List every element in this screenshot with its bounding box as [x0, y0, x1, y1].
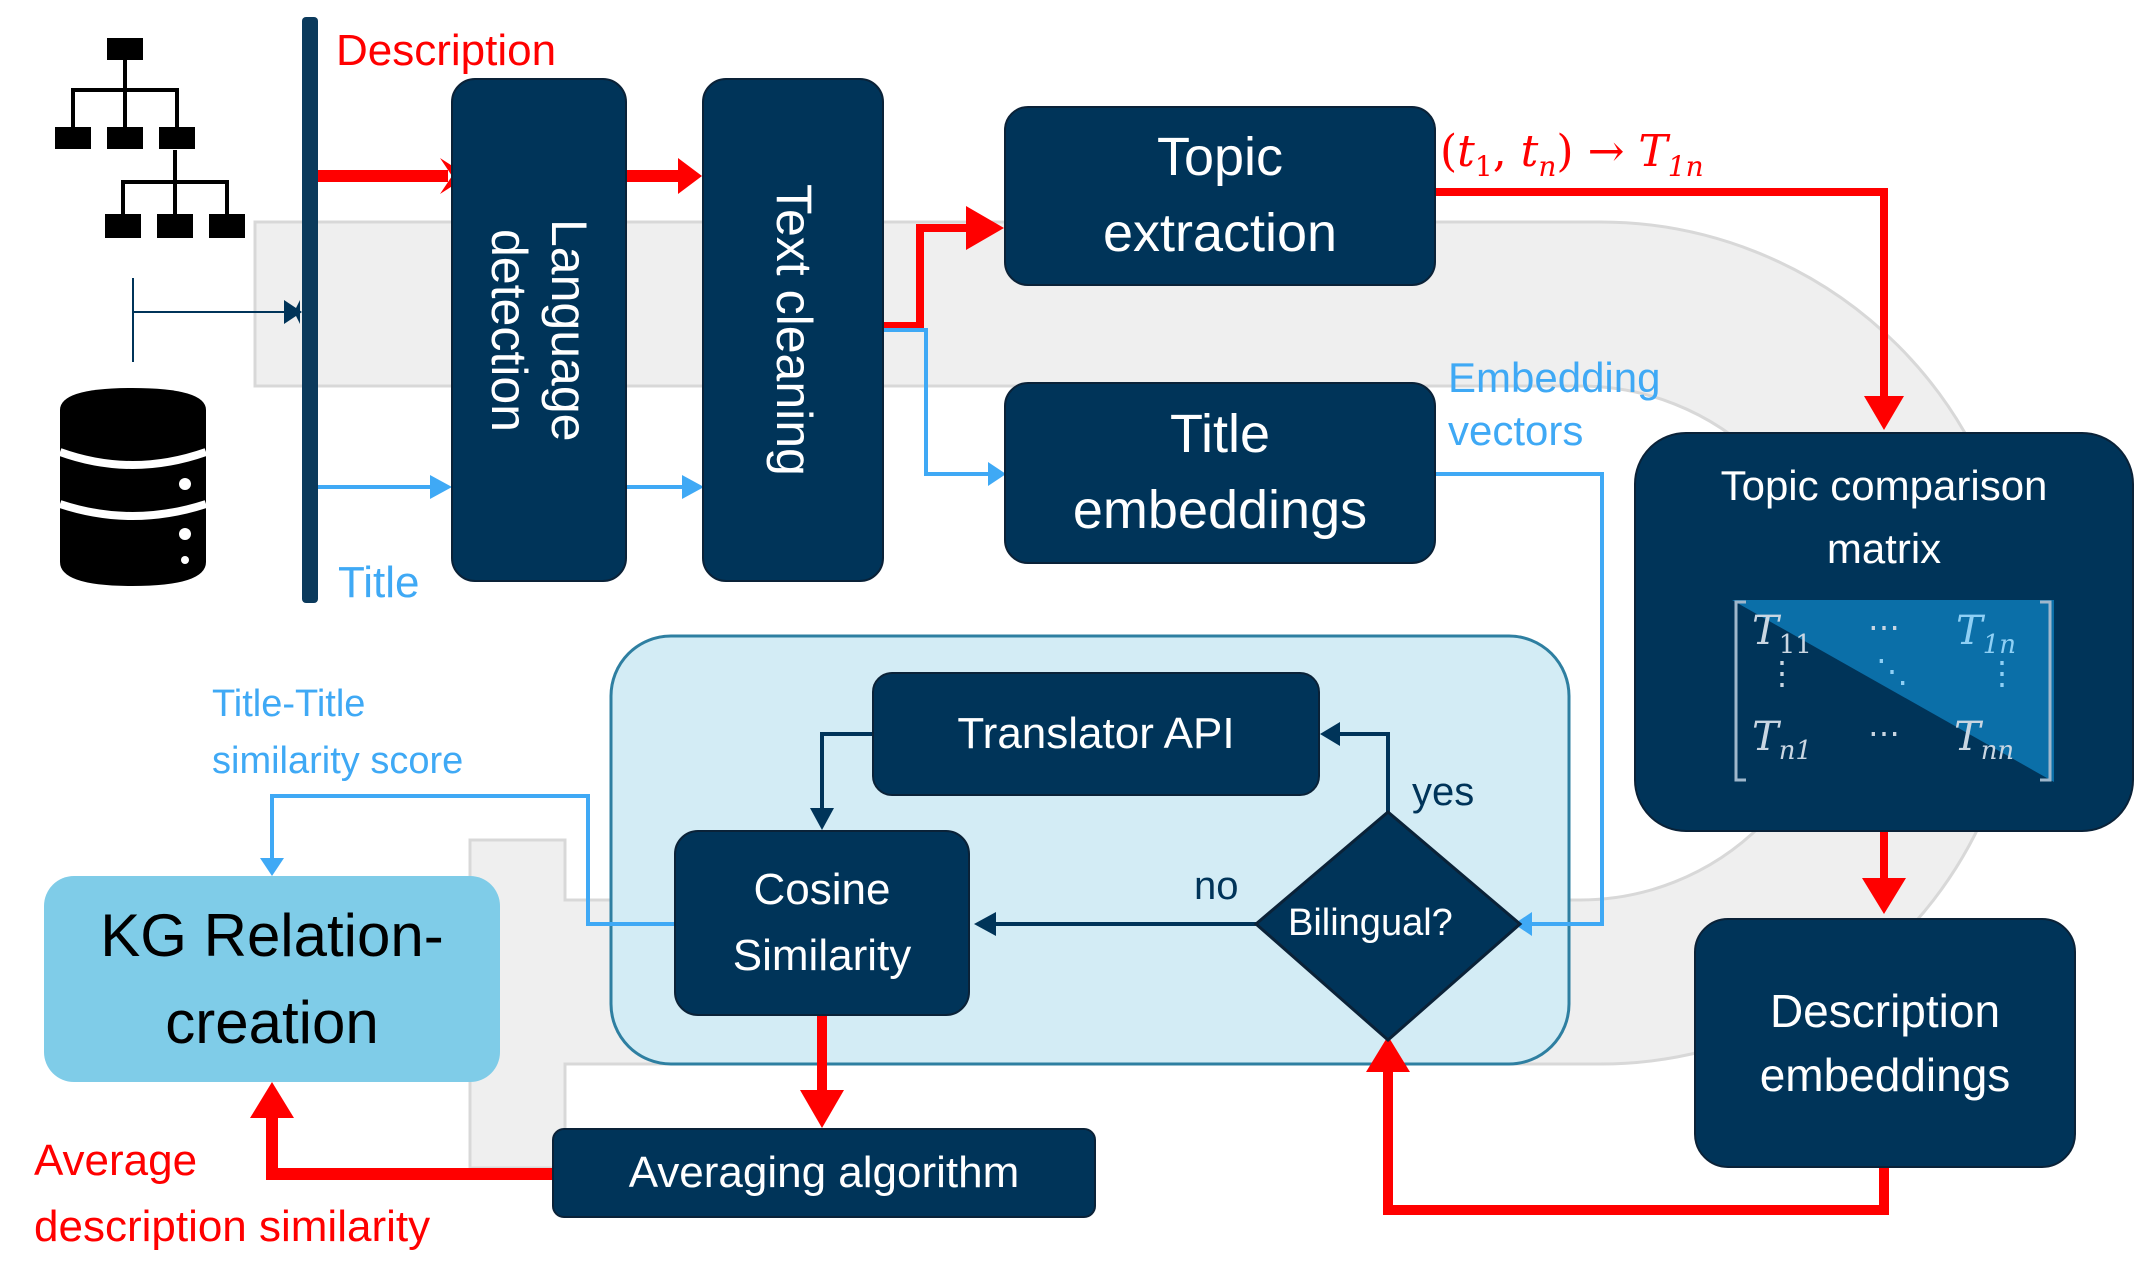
text-cleaning-label: Text cleaning	[765, 184, 822, 476]
matrix-tnn: Tnn	[1954, 714, 2015, 766]
matrix-right-vdots: ⋮	[1986, 654, 2018, 692]
averaging-to-kg-arrow	[266, 1110, 552, 1180]
title-label: Title	[338, 558, 420, 607]
cosine-similarity-label: Cosine Similarity	[732, 865, 912, 980]
formula-open-paren: (	[1440, 126, 1458, 177]
topic-comparison-matrix-label: Topic comparison matrix	[1720, 462, 2048, 572]
title-score-arrow	[270, 794, 674, 926]
topic-formula: (t1, tn) → T1n	[1440, 126, 1704, 183]
formula-arrow: →	[1573, 126, 1639, 177]
yes-label: yes	[1412, 770, 1475, 814]
matrix-right-bracket	[2040, 600, 2052, 782]
topic-extraction-node: Topic extraction	[1004, 106, 1436, 286]
language-detection-label: Language detection	[481, 218, 597, 442]
title-embeddings-node: Title embeddings	[1004, 382, 1436, 564]
input-bus-bar	[302, 17, 318, 603]
formula-T: T	[1638, 126, 1668, 177]
matrix-tn1: Tn1	[1752, 714, 1812, 766]
language-detection-node: Language detection	[451, 78, 627, 582]
averaging-algorithm-node: Averaging algorithm	[552, 1128, 1096, 1218]
translator-to-cosine-arrow	[820, 732, 872, 812]
title-arrow-clean-to-embed	[884, 328, 990, 476]
formula-t1-sub: 1	[1474, 149, 1493, 183]
description-embeddings-label: Description embeddings	[1759, 984, 2011, 1101]
bilingual-decision-diamond	[1253, 810, 1523, 1042]
text-cleaning-node: Text cleaning	[702, 78, 884, 582]
matrix-t11: T11	[1752, 608, 1812, 660]
matrix-ddots: ⋱	[1876, 652, 1908, 690]
bilingual-label: Bilingual?	[1288, 902, 1453, 944]
matrix-bottom-hdots: ⋯	[1868, 714, 1900, 752]
matrix-top-hdots: ⋯	[1868, 608, 1900, 646]
matrix-t1n: T1n	[1956, 608, 2016, 660]
yes-arrow	[1336, 732, 1390, 814]
title-title-score-label: Title-Title similarity score	[212, 683, 464, 782]
kg-relation-creation-label: KG Relation- creation	[100, 902, 444, 1056]
cosine-similarity-node: Cosine Similarity	[674, 830, 970, 1016]
upper-triangle-fill	[1732, 600, 2054, 782]
topic-extraction-label: Topic extraction	[1102, 127, 1338, 263]
formula-close-paren: )	[1556, 126, 1574, 177]
matrix-left-bracket	[1734, 600, 1746, 782]
topic-comparison-matrix-node: Topic comparison matrix T11 ⋯ T1n ⋮ ⋱ ⋮ …	[1634, 432, 2134, 832]
embedding-vectors-arrow	[1436, 472, 1604, 926]
no-label: no	[1194, 864, 1239, 908]
formula-T-sub: 1n	[1667, 149, 1704, 183]
matrix-graphic	[1732, 600, 2054, 782]
desc-arrow-topic-to-matrix	[1436, 188, 1888, 400]
desc-arrow-clean-to-topic	[884, 224, 980, 330]
translator-api-label: Translator API	[957, 709, 1235, 759]
description-embeddings-node: Description embeddings	[1694, 918, 2076, 1168]
translator-api-node: Translator API	[872, 672, 1320, 796]
formula-comma: ,	[1492, 126, 1521, 177]
formula-t1: t	[1457, 126, 1475, 177]
kg-relation-creation-node: KG Relation- creation	[44, 876, 500, 1082]
formula-tn-sub: n	[1538, 149, 1557, 183]
formula-tn: t	[1520, 126, 1539, 177]
average-description-similarity-label: Average description similarity	[34, 1136, 431, 1251]
embedding-vectors-label: Embedding vectors	[1448, 354, 1661, 454]
matrix-left-vdots: ⋮	[1766, 654, 1798, 692]
hierarchy-icon	[55, 38, 245, 238]
description-label: Description	[336, 26, 557, 75]
title-embeddings-label: Title embeddings	[1072, 404, 1368, 540]
database-icon	[58, 388, 208, 586]
averaging-algorithm-label: Averaging algorithm	[628, 1148, 1020, 1198]
desc-arrow-embed-to-bilingual	[1383, 1064, 1889, 1215]
